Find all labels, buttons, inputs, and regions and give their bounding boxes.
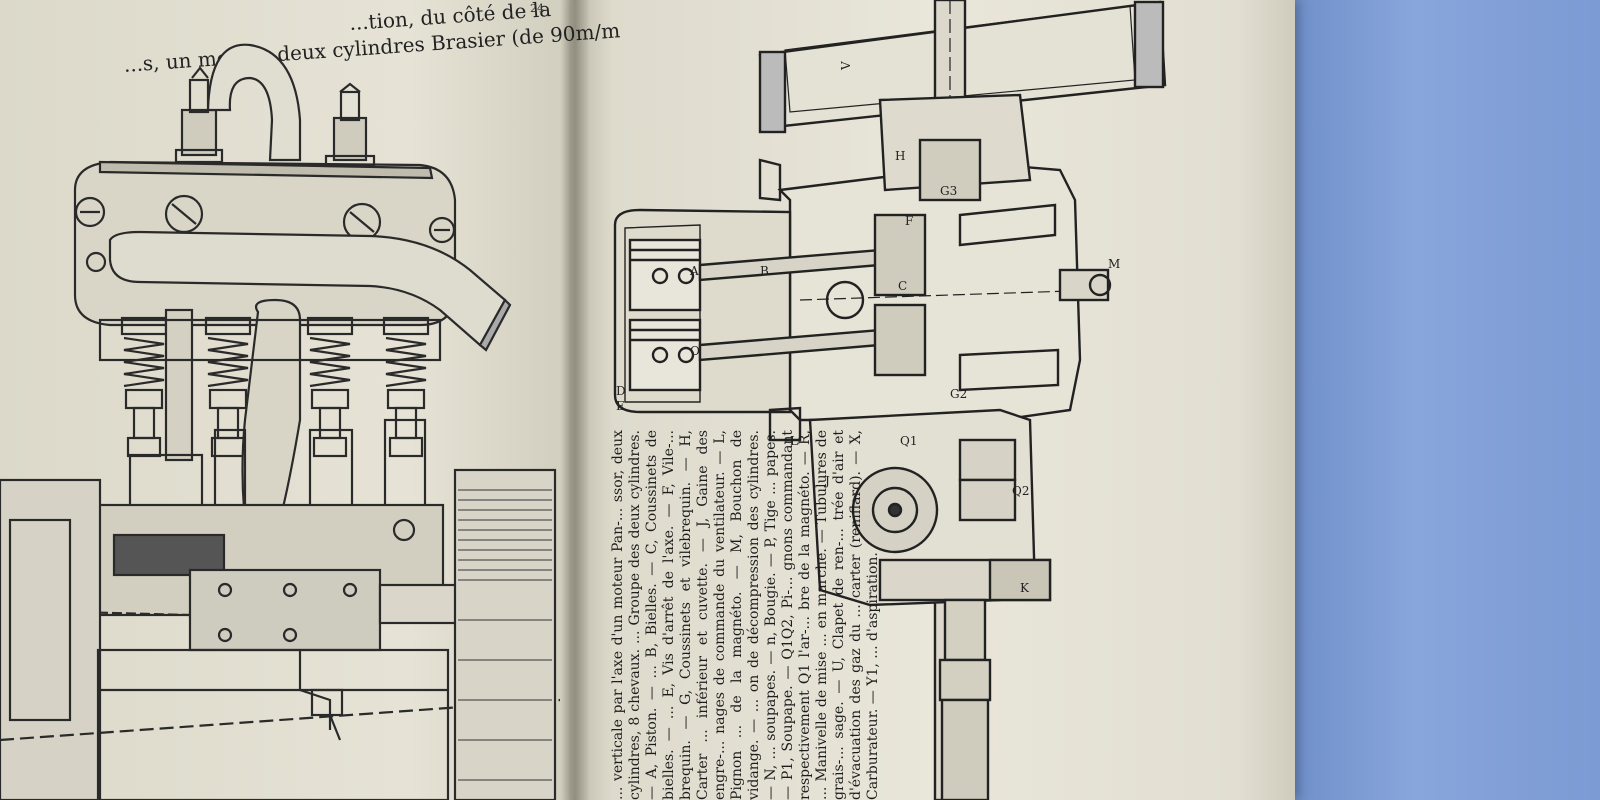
svg-text:D: D [616, 384, 626, 398]
svg-text:J: J [823, 474, 830, 488]
svg-text:Q2: Q2 [1012, 484, 1029, 498]
svg-text:G2: G2 [950, 387, 967, 401]
page-number: 24 [530, 2, 544, 15]
svg-text:F: F [905, 214, 913, 228]
svg-text:B: B [760, 264, 769, 278]
blue-cloth-background [1290, 0, 1600, 800]
svg-text:A: A [689, 264, 699, 278]
svg-text:C: C [898, 279, 907, 293]
figure-caption-area: ... verticale par l'axe d'un moteur Pan-… [610, 430, 950, 800]
svg-text:E: E [616, 399, 625, 413]
figure-caption: ... verticale par l'axe d'un moteur Pan-… [610, 430, 881, 800]
book-gutter [560, 0, 590, 800]
svg-text:Q1: Q1 [900, 434, 917, 448]
svg-text:M: M [1108, 257, 1120, 271]
svg-text:G3: G3 [940, 184, 957, 198]
svg-text:K: K [1020, 581, 1030, 595]
svg-text:H: H [895, 149, 905, 163]
svg-text:O: O [690, 344, 700, 358]
svg-text:V: V [839, 61, 853, 71]
svg-text:L: L [790, 434, 798, 448]
